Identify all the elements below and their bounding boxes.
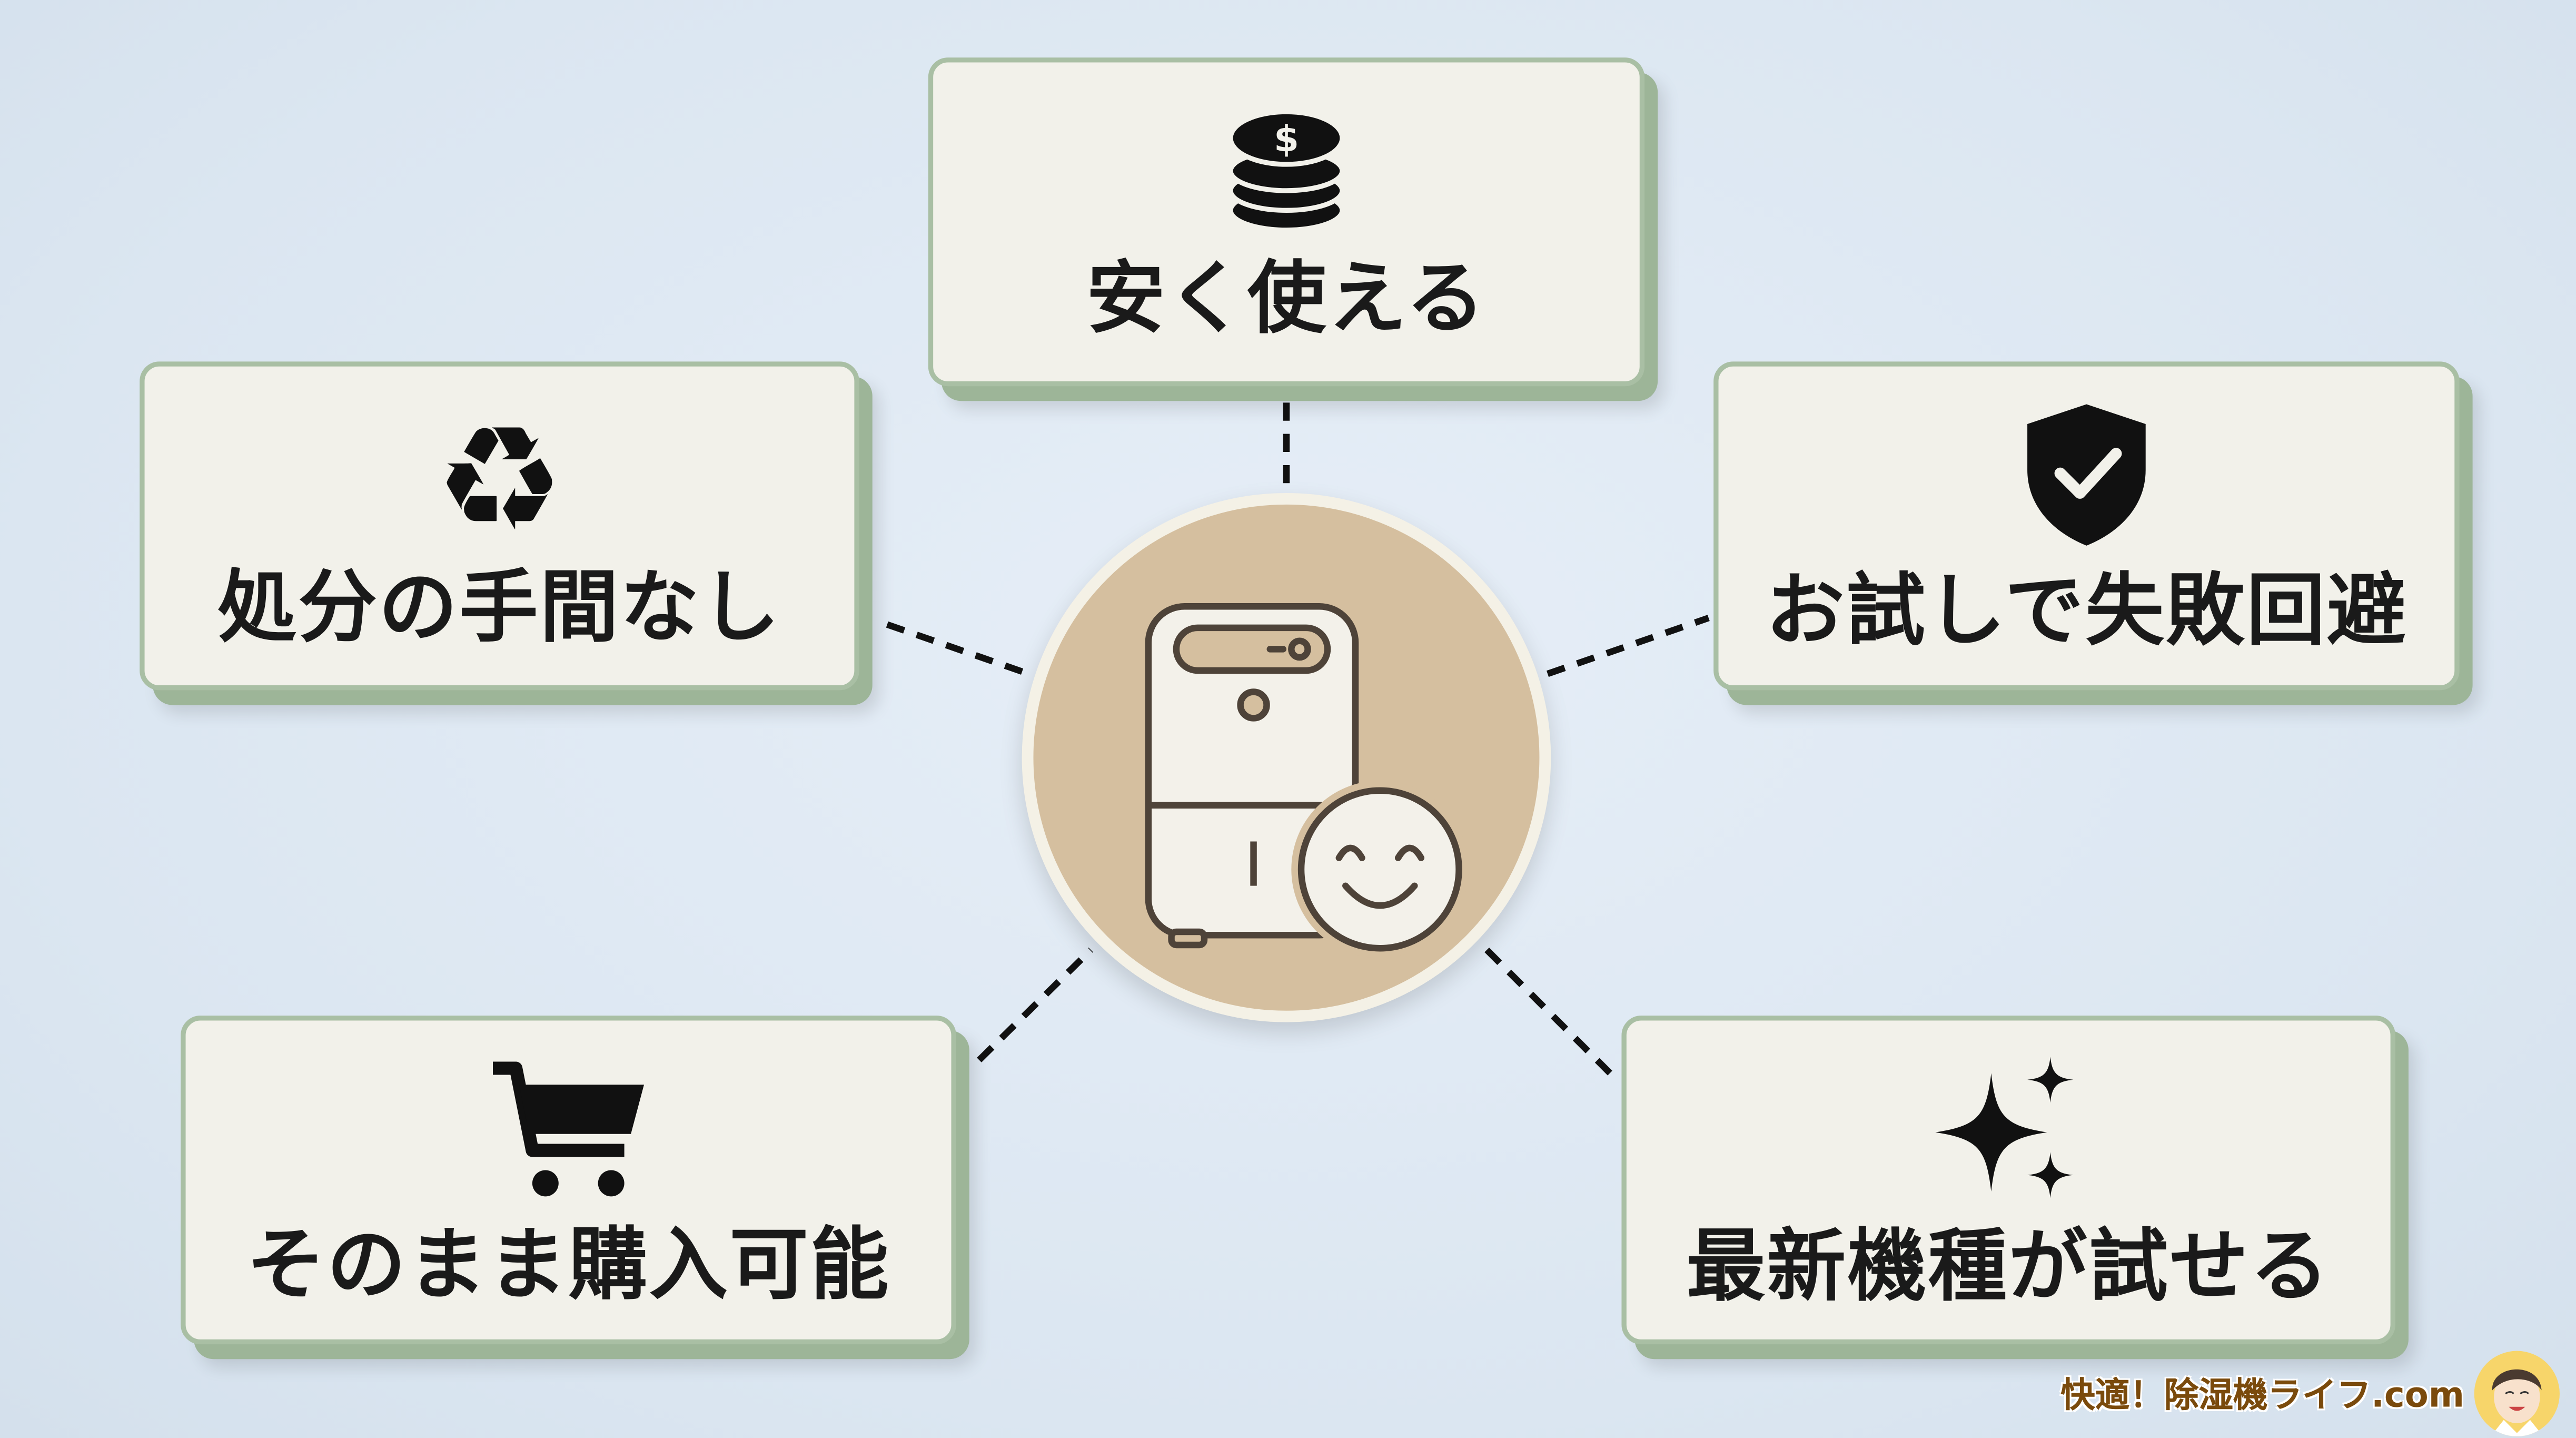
coins-icon: $ bbox=[1228, 109, 1345, 233]
svg-text:♻: ♻ bbox=[434, 405, 564, 546]
benefit-card-buy: そのまま購入可能 bbox=[181, 1016, 956, 1345]
connector-right bbox=[1546, 615, 1710, 677]
benefit-label: そのまま購入可能 bbox=[246, 1219, 891, 1312]
benefit-card-latest: 最新機種が試せる bbox=[1621, 1016, 2395, 1345]
connector-bottom-left bbox=[977, 947, 1094, 1062]
benefit-label: 安く使える bbox=[1086, 253, 1487, 346]
benefit-label: 最新機種が試せる bbox=[1686, 1221, 2331, 1313]
benefit-label: お試しで失敗回避 bbox=[1766, 565, 2407, 657]
dehumidifier-with-smiley-icon bbox=[1145, 603, 1469, 958]
connector-left bbox=[886, 621, 1030, 677]
benefit-label: 処分の手間なし bbox=[217, 562, 781, 654]
svg-text:$: $ bbox=[1274, 118, 1299, 160]
recycle-icon: ♻ bbox=[434, 405, 564, 546]
shield-check-icon bbox=[2027, 404, 2146, 546]
benefit-card-no-disposal: ♻ 処分の手間なし bbox=[140, 361, 859, 691]
hub-circle bbox=[1022, 493, 1551, 1022]
benefit-card-trial: お試しで失敗回避 bbox=[1713, 361, 2460, 691]
sparkles-icon bbox=[1934, 1057, 2073, 1198]
benefit-card-cheap: $ 安く使える bbox=[928, 57, 1645, 387]
cart-icon bbox=[492, 1061, 645, 1197]
avatar-icon bbox=[2474, 1351, 2560, 1436]
brand-watermark: 快適！除湿機ライフ.com bbox=[2060, 1375, 2464, 1415]
